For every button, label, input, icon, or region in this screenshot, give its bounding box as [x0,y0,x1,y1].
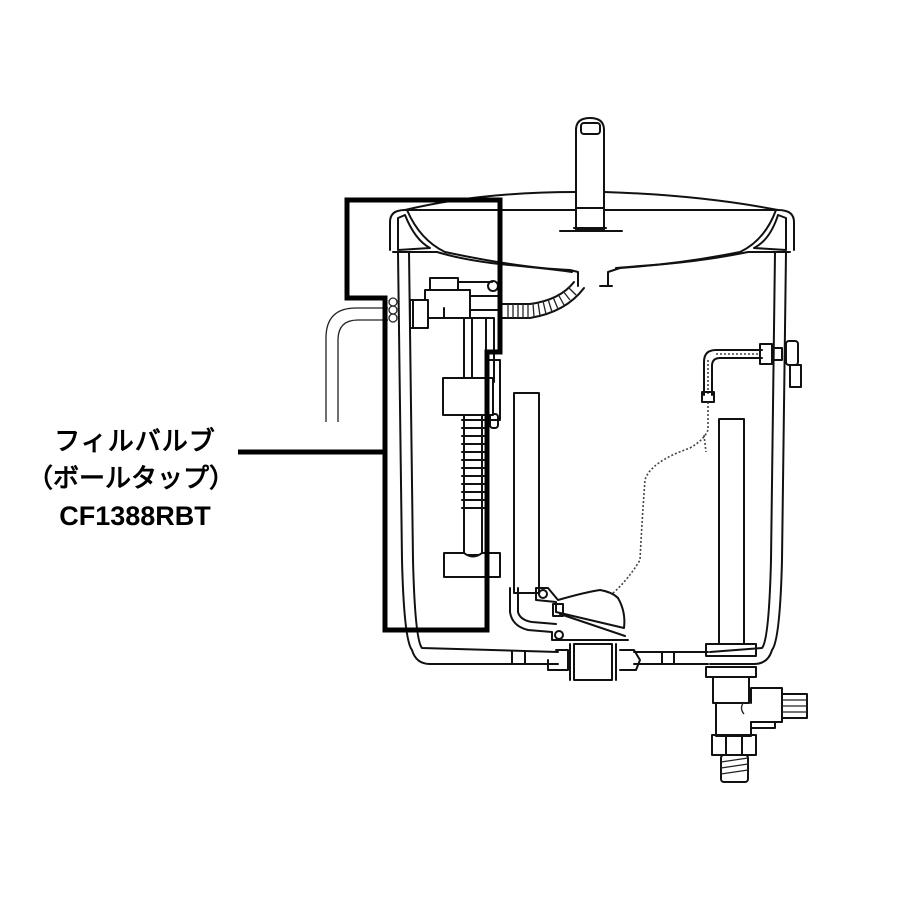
fill-valve [409,277,501,578]
drain-pipe [705,418,808,783]
flapper-chain [611,402,709,595]
callout-part-number: CF1388RBT [59,501,211,531]
supply-pipe [325,297,398,422]
tank-lid [389,191,795,287]
refill-hose [501,281,585,319]
nut [711,734,757,756]
callout-title: フィルバルブ [54,427,216,457]
tank-spout [559,117,623,232]
flush-handle [785,340,799,366]
fill-valve-callout: フィルバルブ （ボールタップ） CF1388RBT [27,424,240,535]
flapper-valve [509,587,629,641]
fill-valve-highlight-box [344,197,503,633]
flush-valve-seat [547,643,641,681]
tank-body [397,251,787,665]
float-spring [461,419,485,509]
hose-nozzle [781,693,808,719]
flush-lever [701,340,802,403]
overflow-pipe [513,392,540,594]
callout-subtitle: （ボールタップ） [26,464,235,494]
